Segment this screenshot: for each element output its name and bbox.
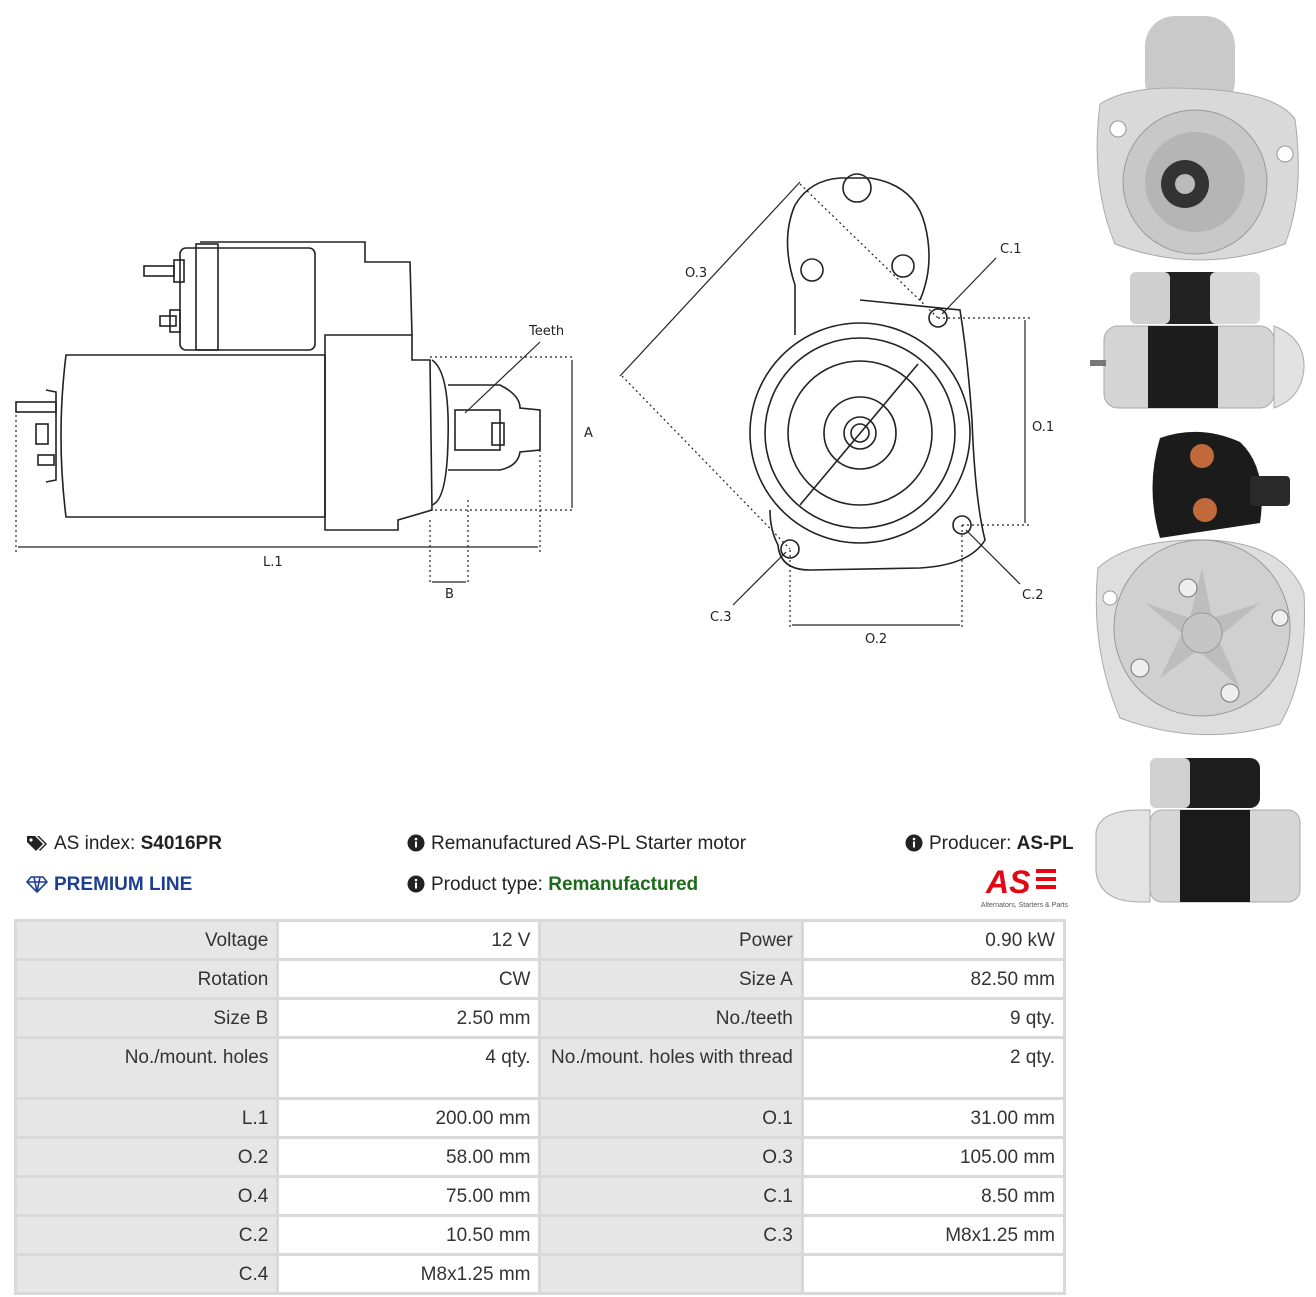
spec-key: O.1 [538, 1097, 804, 1139]
spec-key: No./teeth [538, 997, 804, 1039]
label-c3: C.3 [710, 610, 731, 625]
spec-key: No./mount. holes with thread [538, 1036, 804, 1100]
product-photo-side [1090, 272, 1305, 409]
product-description: Remanufactured AS-PL Starter motor [407, 833, 746, 858]
info-icon [407, 875, 425, 899]
spec-value: M8x1.25 mm [800, 1214, 1067, 1256]
premium-line-label: PREMIUM LINE [54, 874, 193, 895]
info-icon [905, 834, 923, 858]
label-o3: O.3 [685, 266, 707, 281]
product-type-label: Product type: [431, 874, 543, 895]
label-a: A [584, 426, 593, 441]
front-view-drawing [749, 173, 986, 571]
spec-value: 31.00 mm [800, 1097, 1067, 1139]
technical-drawing: Teeth A B L.1 O.1 O.2 O.3 C.1 C.2 C.3 [15, 173, 1054, 647]
spec-value: 8.50 mm [800, 1175, 1067, 1217]
as-index-value: S4016PR [140, 833, 222, 854]
label-o2: O.2 [865, 632, 887, 647]
tags-icon [26, 834, 48, 858]
spec-value: CW [276, 958, 542, 1000]
side-view-drawing [15, 241, 541, 531]
spec-value: 2.50 mm [276, 997, 542, 1039]
producer-label: Producer: [929, 833, 1012, 854]
spec-key: C.2 [13, 1214, 280, 1256]
label-c1: C.1 [1000, 242, 1021, 257]
spec-key: O.3 [538, 1136, 804, 1178]
dimension-guides [15, 183, 1030, 628]
spec-value: M8x1.25 mm [276, 1253, 542, 1295]
spec-value: 82.50 mm [800, 958, 1067, 1000]
spec-key: O.2 [13, 1136, 280, 1178]
spec-value: 4 qty. [276, 1036, 542, 1100]
as-index-label: AS index: [54, 833, 136, 854]
label-l1: L.1 [263, 555, 283, 570]
svg-text:AS: AS [985, 864, 1031, 897]
diamond-icon [25, 875, 49, 899]
as-logo-mark: AS [985, 864, 1056, 900]
label-b: B [445, 587, 454, 602]
spec-key: Size B [13, 997, 280, 1039]
product-photo-side-2 [1095, 758, 1301, 903]
spec-value: 10.50 mm [276, 1214, 542, 1256]
product-type: Product type: Remanufactured [407, 874, 698, 899]
spec-value [800, 1253, 1067, 1295]
producer: Producer: AS-PL [905, 833, 1074, 858]
spec-value: 0.90 kW [800, 919, 1067, 961]
label-teeth: Teeth [528, 324, 564, 339]
product-photo-rear [1095, 431, 1305, 736]
spec-key: Size A [538, 958, 804, 1000]
spec-key: Power [538, 919, 804, 961]
info-icon [407, 834, 425, 858]
label-o1: O.1 [1032, 420, 1054, 435]
logo-subtitle: Alternators, Starters & Parts [980, 902, 1068, 909]
spec-key: C.4 [13, 1253, 280, 1295]
spec-key: C.3 [538, 1214, 804, 1256]
spec-key: No./mount. holes [13, 1036, 280, 1100]
spec-key: O.4 [13, 1175, 280, 1217]
description-text: Remanufactured AS-PL Starter motor [431, 833, 747, 854]
spec-key: Voltage [13, 919, 280, 961]
producer-value: AS-PL [1016, 833, 1074, 854]
label-c2: C.2 [1022, 588, 1043, 603]
spec-value: 9 qty. [800, 997, 1067, 1039]
dimension-arrows [18, 181, 1026, 626]
product-photo-front [1096, 16, 1299, 261]
spec-key: C.1 [538, 1175, 804, 1217]
premium-line: PREMIUM LINE [25, 874, 193, 899]
spec-key: Rotation [13, 958, 280, 1000]
spec-value: 105.00 mm [800, 1136, 1067, 1178]
spec-value: 200.00 mm [276, 1097, 542, 1139]
as-pl-logo: AS Alternators, Starters & Parts [964, 863, 1068, 909]
spec-value: 12 V [276, 919, 542, 961]
spec-value: 75.00 mm [276, 1175, 542, 1217]
as-index: AS index: S4016PR [26, 833, 222, 858]
spec-value: 2 qty. [800, 1036, 1067, 1100]
spec-value: 58.00 mm [276, 1136, 542, 1178]
product-type-value: Remanufactured [548, 874, 699, 895]
spec-key [538, 1253, 804, 1295]
spec-key: L.1 [13, 1097, 280, 1139]
